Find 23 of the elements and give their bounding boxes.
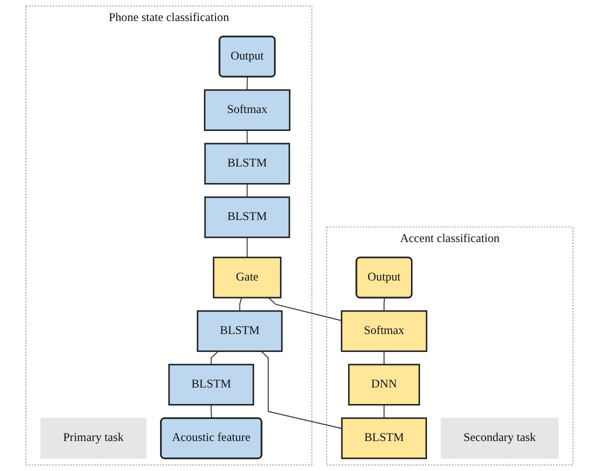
node-box: Softmax [204,89,291,131]
node-box: BLSTM [204,196,291,238]
connector [247,76,249,91]
node-box: DNN [348,364,421,406]
node-box: BLSTM [197,310,284,352]
node-box: Gate [213,256,282,298]
connector [384,350,386,366]
node-box: BLSTM [168,364,255,406]
connector [268,297,343,322]
node-box: Secondary task [441,418,560,459]
connector [384,404,386,419]
connector [384,298,386,312]
connector [247,130,248,144]
connector [211,350,220,366]
connector [261,350,343,429]
node-box: Softmax [341,310,428,352]
connector [247,183,248,198]
node-box: Primary task [40,418,147,459]
node-box: BLSTM [204,142,291,185]
connector [211,404,213,420]
connector [247,236,248,258]
node-box: BLSTM [342,417,428,460]
connector [240,297,243,312]
